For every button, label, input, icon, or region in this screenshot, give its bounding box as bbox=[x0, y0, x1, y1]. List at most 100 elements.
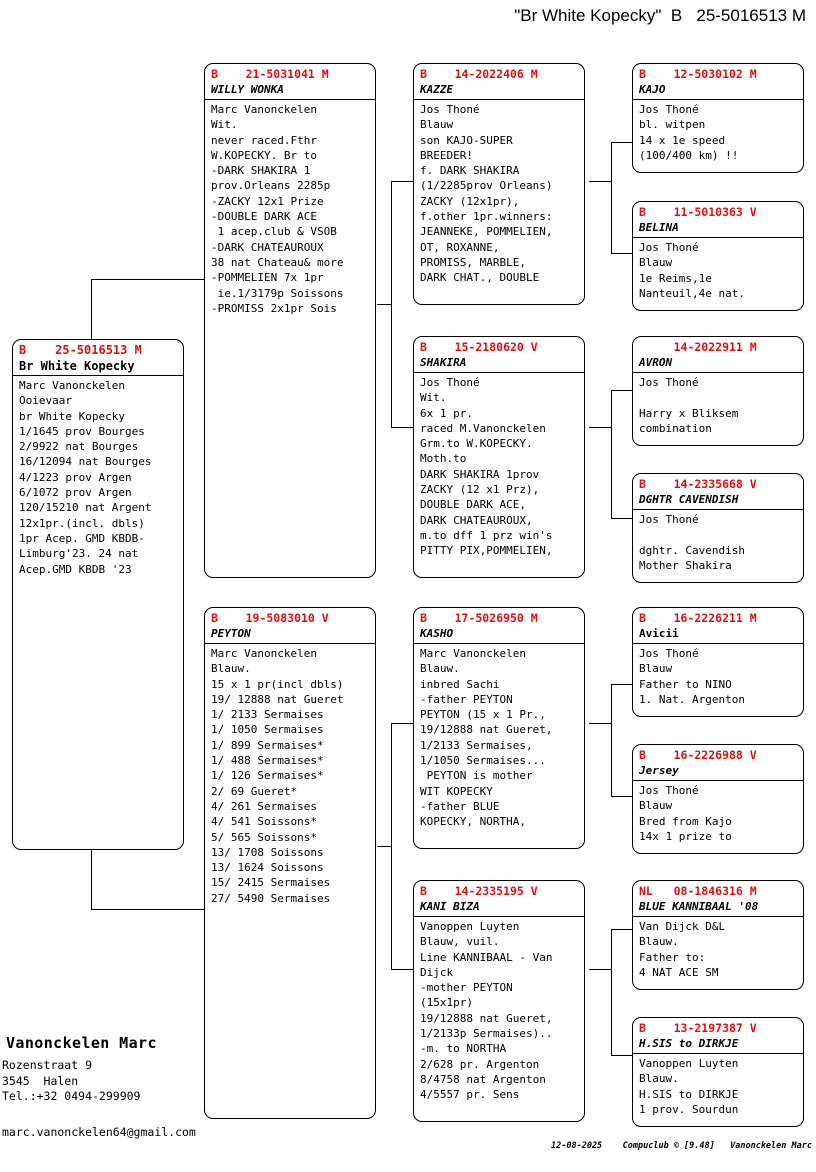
detail-line: 1/1050 Sermaises... bbox=[420, 754, 546, 768]
pigeon-name: KANI BIZA bbox=[414, 900, 584, 917]
ring-number: B 25-5016513 M bbox=[19, 343, 142, 357]
detail-line: 1. Nat. Argenton bbox=[639, 692, 745, 706]
detail-line: Mother Shakira bbox=[639, 558, 732, 572]
detail-line: 1/ 2133 Sermaises bbox=[211, 708, 324, 722]
owner-name: Vanonckelen Marc bbox=[6, 1034, 157, 1052]
pigeon-name: KAJO bbox=[633, 83, 803, 100]
detail-line: Blauw bbox=[420, 118, 454, 132]
detail-line: 1/2133p Sermaises).. bbox=[420, 1027, 553, 1041]
detail-line: 15 x 1 pr(incl dbls) bbox=[211, 677, 344, 691]
detail-line: Jos Thoné bbox=[639, 784, 699, 797]
detail-line: Line KANNIBAAL - Van bbox=[420, 950, 553, 964]
page-title: "Br White Kopecky" B 25-5016513 M bbox=[514, 6, 806, 25]
connector-self-to-dam bbox=[91, 909, 205, 911]
detail-line: ZACKY (12x1pr), bbox=[420, 194, 520, 208]
connector-sd-stub bbox=[589, 427, 612, 429]
detail-line: Jos Thoné bbox=[639, 376, 699, 389]
detail-line: Blauw. bbox=[211, 662, 251, 676]
detail-line: never raced.Fthr bbox=[211, 133, 317, 147]
detail-line: 2/9922 nat Bourges bbox=[19, 440, 139, 454]
detail-line: raced M.Vanonckelen bbox=[420, 421, 546, 435]
ring-number: B 12-5030102 M bbox=[639, 67, 757, 81]
detail-line: Jos Thoné bbox=[639, 647, 699, 660]
detail-line: Vanoppen Luyten bbox=[420, 920, 520, 933]
connector-dd-spine bbox=[611, 929, 613, 1055]
pigeon-name: SHAKIRA bbox=[414, 356, 584, 373]
ring-number: 14-2022911 M bbox=[639, 340, 757, 354]
detail-line: combination bbox=[639, 421, 712, 435]
detail-line: 38 nat Chateau& more bbox=[211, 255, 344, 269]
detail-line: (15x1pr) bbox=[420, 996, 473, 1010]
ring-number: B 13-2197387 V bbox=[639, 1021, 757, 1035]
ring-number: B 19-5083010 V bbox=[211, 611, 329, 625]
pigeon-name: KASHO bbox=[414, 627, 584, 644]
ring-number: B 11-5010363 V bbox=[639, 205, 757, 219]
pigeon-name: AVRON bbox=[633, 356, 803, 373]
detail-line: 19/12888 nat Gueret, bbox=[420, 723, 553, 737]
detail-line: -DOUBLE DARK ACE bbox=[211, 210, 317, 224]
connector-sire-to-sd bbox=[391, 427, 413, 429]
detail-line: 13/ 1708 Soissons bbox=[211, 845, 324, 859]
pedigree-box-gen3-8[interactable]: B 13-2197387 V H.SIS to DIRKJE Vanoppen … bbox=[632, 1017, 804, 1127]
detail-line: prov.Orleans 2285p bbox=[211, 179, 331, 193]
connector-ss-stub bbox=[589, 181, 612, 183]
connector-sd-to-g3 bbox=[611, 390, 633, 392]
detail-line: Jos Thoné bbox=[420, 103, 480, 116]
pedigree-box-dam-dam[interactable]: B 14-2335195 V KANI BIZA Vanoppen Luyten… bbox=[413, 880, 585, 1122]
detail-line: 1/ 1050 Sermaises bbox=[211, 723, 324, 737]
detail-line: 14 x 1e speed bbox=[639, 133, 726, 147]
connector-ss-to-g2 bbox=[611, 253, 633, 255]
detail-line: Bred from Kajo bbox=[639, 814, 732, 828]
pedigree-box-gen3-4[interactable]: B 14-2335668 V DGHTR CAVENDISH Jos Thoné… bbox=[632, 473, 804, 583]
connector-ds-to-g6 bbox=[611, 796, 633, 798]
ring-number: NL 08-1846316 M bbox=[639, 884, 757, 898]
detail-line: 5/ 565 Soissons* bbox=[211, 830, 317, 844]
detail-line: -PROMISS 2x1pr Sois bbox=[211, 301, 337, 315]
connector-dam-to-ds bbox=[391, 723, 413, 725]
connector-sire-to-ss bbox=[391, 181, 413, 183]
detail-line: Marc Vanonckelen bbox=[420, 647, 526, 660]
detail-line: 19/ 12888 nat Gueret bbox=[211, 692, 344, 706]
connector-sd-spine bbox=[611, 390, 613, 518]
detail-line: PEYTON (15 x 1 Pr., bbox=[420, 708, 546, 722]
pedigree-box-self[interactable]: B 25-5016513 M Br White Kopecky Marc Van… bbox=[12, 339, 184, 850]
pedigree-box-gen3-7[interactable]: NL 08-1846316 M BLUE KANNIBAAL '08 Van D… bbox=[632, 880, 804, 990]
detail-line: OT, ROXANNE, bbox=[420, 240, 500, 254]
detail-line: H.SIS to DIRKJE bbox=[639, 1087, 739, 1101]
connector-dam-stub bbox=[377, 846, 392, 848]
detail-line: Wit. bbox=[420, 391, 447, 405]
detail-line: (100/400 km) !! bbox=[639, 148, 739, 162]
pigeon-name: WILLY WONKA bbox=[205, 83, 375, 100]
detail-line: Limburg'23. 24 nat bbox=[19, 547, 139, 561]
detail-line: -father BLUE bbox=[420, 799, 500, 813]
connector-sd-to-g4 bbox=[611, 518, 633, 520]
pigeon-name: H.SIS to DIRKJE bbox=[633, 1037, 803, 1054]
detail-line: 12x1pr.(incl. dbls) bbox=[19, 516, 145, 530]
connector-dd-stub bbox=[589, 969, 612, 971]
footer-text: 12-08-2025 Compuclub © [9.48] Vanonckele… bbox=[551, 1141, 812, 1151]
pedigree-box-gen3-3[interactable]: 14-2022911 M AVRON Jos Thoné Harry x Bli… bbox=[632, 336, 804, 446]
detail-line: Vanoppen Luyten bbox=[639, 1057, 739, 1070]
detail-line: bl. witpen bbox=[639, 118, 706, 132]
pigeon-name: PEYTON bbox=[205, 627, 375, 644]
detail-line: son KAJO-SUPER bbox=[420, 133, 513, 147]
detail-line: Grm.to W.KOPECKY. bbox=[420, 437, 533, 451]
pedigree-box-sire[interactable]: B 21-5031041 M WILLY WONKA Marc Vanoncke… bbox=[204, 63, 376, 578]
detail-line: Ooievaar bbox=[19, 394, 72, 408]
detail-line: W.KOPECKY. Br to bbox=[211, 148, 317, 162]
pigeon-name: DGHTR CAVENDISH bbox=[633, 493, 803, 510]
pigeon-name: BELINA bbox=[633, 221, 803, 238]
pigeon-name: BLUE KANNIBAAL '08 bbox=[633, 900, 803, 917]
